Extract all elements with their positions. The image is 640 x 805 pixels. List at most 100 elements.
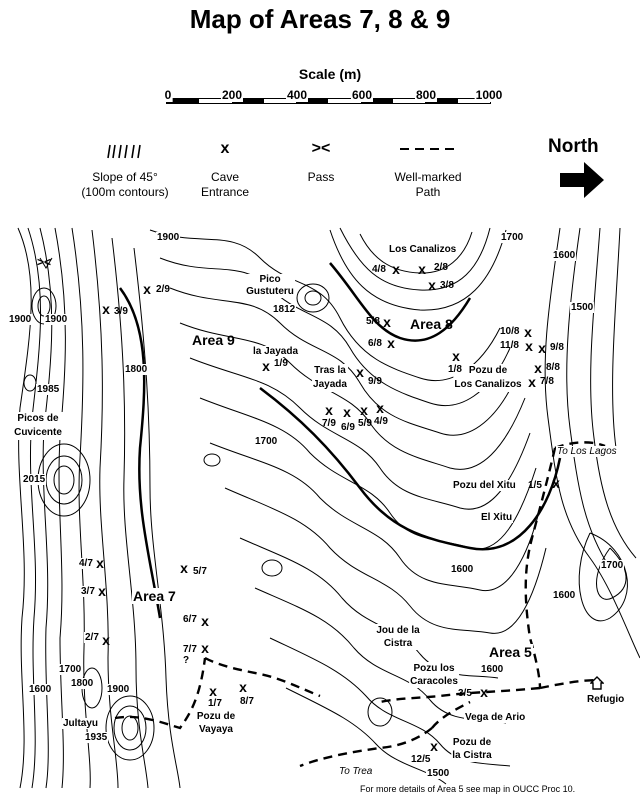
cave-label: 5/9 bbox=[358, 418, 372, 429]
pozu-caracoles-label: Pozu los Caracoles bbox=[409, 662, 459, 688]
cave-label: 2/9 bbox=[156, 284, 170, 295]
spot-height: 1600 bbox=[552, 590, 577, 601]
spot-height: 1800 bbox=[124, 364, 149, 375]
scale-bar bbox=[166, 98, 491, 104]
cave-legend-label: Cave Entrance bbox=[200, 170, 250, 199]
jou-cistra-label: Jou de la Cistra bbox=[375, 624, 421, 650]
jultayu-label: Jultayu bbox=[62, 718, 100, 729]
cave-marker-icon: x bbox=[534, 360, 542, 376]
scale-tick: 400 bbox=[285, 88, 309, 102]
cave-marker-icon: x bbox=[343, 404, 351, 420]
scale-title: Scale (m) bbox=[298, 66, 362, 82]
cave-label: 7/7 ? bbox=[182, 644, 198, 666]
pass-symbol-icon: >< bbox=[311, 140, 331, 157]
slope-symbol-icon bbox=[107, 144, 141, 159]
los-canalizos-label: Los Canalizos bbox=[388, 244, 458, 255]
pass-legend-label: Pass bbox=[307, 170, 335, 184]
cave-marker-icon: x bbox=[525, 338, 533, 354]
cave-label: 6/9 bbox=[341, 422, 355, 433]
cave-marker-icon: x bbox=[102, 632, 110, 648]
spot-height: 1935 bbox=[84, 732, 109, 743]
cave-marker-icon: x bbox=[552, 475, 560, 491]
cave-label: 11/8 bbox=[500, 340, 519, 351]
area-5-label: Area 5 bbox=[488, 644, 533, 660]
cave-label: 3/8 bbox=[440, 280, 454, 291]
cave-marker-icon: x bbox=[452, 348, 460, 364]
spot-height: 1700 bbox=[58, 664, 83, 675]
to-trea-label: To Trea bbox=[338, 766, 374, 777]
scale-tick: 600 bbox=[350, 88, 374, 102]
cave-label: 9/9 bbox=[368, 376, 382, 387]
cave-marker-icon: x bbox=[524, 324, 532, 340]
cave-marker-icon: x bbox=[239, 679, 247, 695]
cave-marker-icon: x bbox=[98, 583, 106, 599]
north-arrow-icon bbox=[560, 162, 604, 198]
north-label: North bbox=[548, 136, 599, 157]
cave-marker-icon: x bbox=[209, 683, 217, 699]
pico-gustuteru-label: Pico Gustuteru bbox=[245, 274, 295, 298]
map-title: Map of Areas 7, 8 & 9 bbox=[189, 4, 451, 34]
spot-height: 1900 bbox=[44, 314, 69, 325]
cave-marker-icon: x bbox=[430, 738, 438, 754]
cave-marker-icon: x bbox=[418, 261, 426, 277]
scale-tick: 200 bbox=[220, 88, 244, 102]
spot-height: 1700 bbox=[600, 560, 625, 571]
cave-marker-icon: x bbox=[262, 358, 270, 374]
pozu-canalizos-label: Pozu de Los Canalizos bbox=[453, 364, 523, 392]
cave-label: 2/7 bbox=[84, 632, 100, 643]
cave-label: 1/8 bbox=[448, 364, 462, 375]
cave-label: 5/8 bbox=[366, 316, 380, 327]
cave-label: 3/9 bbox=[114, 306, 128, 317]
topographic-map: Area 9 Area 8 Area 7 Area 5 Pico Gustute… bbox=[0, 218, 640, 790]
spot-height: 1985 bbox=[36, 384, 61, 395]
spot-height: 1500 bbox=[426, 768, 451, 779]
cave-label: 4/8 bbox=[372, 264, 386, 275]
scale-tick: 1000 bbox=[474, 88, 504, 102]
cave-marker-icon: x bbox=[360, 402, 368, 418]
spot-height: 1700 bbox=[254, 436, 279, 447]
spot-height: 1700 bbox=[500, 232, 525, 243]
cave-marker-icon: x bbox=[428, 277, 436, 293]
spot-height: 1900 bbox=[156, 232, 181, 243]
cave-label: 1/7 bbox=[208, 698, 222, 709]
spot-height: 1600 bbox=[450, 564, 475, 575]
path-symbol-icon bbox=[400, 148, 456, 150]
el-xitu-label: El Xitu bbox=[480, 512, 514, 523]
path-legend-label: Well-marked Path bbox=[394, 170, 462, 199]
refugio-label: Refugio bbox=[586, 694, 626, 705]
area-7-label: Area 7 bbox=[132, 588, 177, 604]
cave-marker-icon: x bbox=[383, 314, 391, 330]
cave-label: 8/7 bbox=[240, 696, 254, 707]
spot-height: 1900 bbox=[106, 684, 131, 695]
cave-marker-icon: x bbox=[180, 560, 188, 576]
contour-lines bbox=[17, 227, 640, 789]
area-8-label: Area 8 bbox=[410, 316, 453, 332]
cave-label: 5/7 bbox=[192, 566, 208, 577]
cave-label: 4/9 bbox=[374, 416, 388, 427]
spot-height: 2015 bbox=[22, 474, 47, 485]
pass-marker-icon: >< bbox=[36, 255, 52, 269]
cave-marker-icon: x bbox=[102, 301, 110, 317]
cave-label: 1/9 bbox=[274, 358, 288, 369]
cave-marker-icon: x bbox=[201, 613, 209, 629]
cave-label: 8/8 bbox=[546, 362, 560, 373]
la-jayada-label: la Jayada bbox=[252, 346, 300, 357]
cave-label: 6/7 bbox=[182, 614, 198, 625]
cave-marker-icon: x bbox=[387, 335, 395, 351]
cave-marker-icon: x bbox=[528, 374, 536, 390]
cave-label: 3/5 bbox=[458, 688, 472, 699]
spot-height: 1600 bbox=[480, 664, 505, 675]
spot-height: 1900 bbox=[8, 314, 33, 325]
cave-label: 3/7 bbox=[80, 586, 96, 597]
cave-marker-icon: x bbox=[356, 364, 364, 380]
area-9-label: Area 9 bbox=[192, 332, 235, 348]
spot-height: 1600 bbox=[552, 250, 577, 261]
to-los-lagos-label: To Los Lagos bbox=[556, 446, 618, 457]
cave-label: 10/8 bbox=[500, 326, 520, 337]
picos-cuvicente-label: Picos de Cuvicente bbox=[13, 412, 63, 440]
vega-ario-label: Vega de Ario bbox=[464, 712, 527, 723]
cave-marker-icon: x bbox=[480, 684, 488, 700]
cave-marker-icon: x bbox=[96, 555, 104, 571]
cave-label: 4/7 bbox=[78, 558, 94, 569]
cave-label: 6/8 bbox=[368, 338, 382, 349]
